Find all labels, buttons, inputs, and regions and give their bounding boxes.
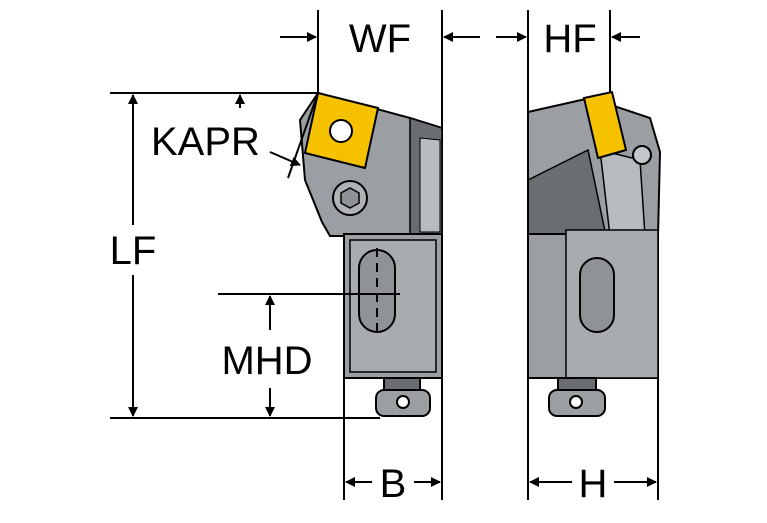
front-view-bevel-light (419, 137, 441, 233)
label-wf: WF (349, 17, 411, 61)
label-hf: HF (543, 17, 596, 61)
label-kapr: KAPR (151, 120, 260, 164)
dimension-labels: WF HF KAPR LF MHD B H (110, 17, 608, 506)
label-mhd: MHD (221, 339, 312, 383)
front-view (298, 91, 443, 417)
kapr-angle-line (287, 92, 319, 179)
side-view (527, 90, 662, 417)
kapr-leader (269, 151, 301, 167)
side-view-insert-screw (632, 145, 652, 165)
dimension-lines (110, 10, 659, 500)
label-b: B (380, 462, 407, 506)
front-view-insert-hole (329, 119, 353, 143)
label-h: H (579, 462, 608, 506)
front-view-nozzle-hole (396, 395, 410, 409)
label-lf: LF (110, 229, 157, 273)
front-view-slot (358, 249, 396, 333)
front-view-screw-hex (340, 187, 360, 209)
side-view-insert (582, 90, 628, 160)
side-view-nozzle-hole (569, 395, 583, 409)
side-view-slot (579, 257, 615, 333)
